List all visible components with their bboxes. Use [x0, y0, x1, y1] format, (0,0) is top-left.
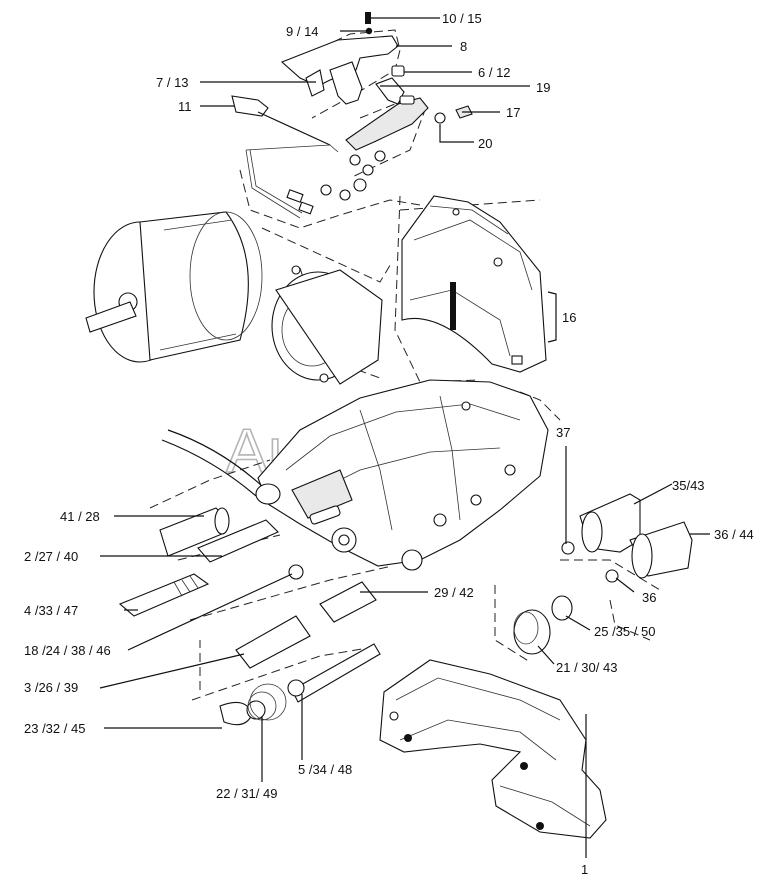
callout-8: 8	[460, 39, 467, 54]
sensor-cable-11	[231, 95, 339, 219]
callout-4-33-47: 4 /33 / 47	[24, 603, 78, 618]
brake-chamber	[85, 211, 383, 385]
bushing-2-27-40	[197, 519, 279, 563]
plug-18-24-38-46	[288, 564, 304, 580]
callout-18-24-38-46: 18 /24 / 38 / 46	[24, 643, 111, 658]
callout-21-30-43: 21 / 30/ 43	[556, 660, 617, 675]
callout-2-27-40: 2 /27 / 40	[24, 549, 78, 564]
nut-6-12	[391, 65, 405, 77]
nut-20	[434, 112, 446, 124]
brake-pad-16	[401, 195, 547, 373]
callout-11: 11	[178, 99, 192, 114]
callout-25-35-50: 25 /35 / 50	[594, 624, 655, 639]
washer-9-14	[365, 27, 373, 35]
screw-10-15	[365, 12, 371, 24]
callout-6-12: 6 / 12	[478, 65, 511, 80]
callout-22-31-49: 22 / 31/ 49	[216, 786, 277, 801]
carrier-bracket-1	[379, 659, 607, 839]
callout-20: 20	[478, 136, 492, 151]
left-small-parts	[118, 507, 381, 726]
callout-19: 19	[536, 80, 550, 95]
callout-10-15: 10 / 15	[442, 11, 482, 26]
sensor-bracket-assembly	[280, 12, 473, 201]
callout-3-26-39: 3 /26 / 39	[24, 680, 78, 695]
callout-1: 1	[581, 862, 588, 877]
caliper-housing	[257, 379, 549, 571]
sleeve-3-26-39	[235, 615, 311, 669]
cap-36	[605, 569, 619, 583]
callout-41-28: 41 / 28	[60, 509, 100, 524]
bolt-5-34-48	[291, 643, 381, 703]
bolt-4-33-47	[118, 573, 210, 617]
callout-37: 37	[556, 425, 570, 440]
cap-37	[561, 541, 575, 555]
callout-23-32-45: 23 /32 / 45	[24, 721, 85, 736]
callout-7-13: 7 / 13	[156, 75, 189, 90]
callout-29-42: 29 / 42	[434, 585, 474, 600]
ring-25-35-50	[551, 595, 573, 621]
callout-5-34-48: 5 /34 / 48	[298, 762, 352, 777]
callout-35-43: 35/43	[672, 478, 705, 493]
callout-17: 17	[506, 105, 520, 120]
callout-36: 36	[642, 590, 656, 605]
callout-9-14: 9 / 14	[286, 24, 319, 39]
bushing-29-42	[319, 581, 377, 623]
hose	[161, 429, 281, 505]
assembly-outlines	[149, 29, 661, 701]
spring-21-30-43	[513, 609, 551, 655]
callout-16: 16	[562, 310, 576, 325]
leader-lines	[99, 17, 710, 858]
callout-labels: 10 / 15 9 / 14 8 6 / 12 7 / 13 19 11 17 …	[24, 11, 754, 877]
callout-36-44: 36 / 44	[714, 527, 754, 542]
right-small-parts	[513, 493, 693, 655]
